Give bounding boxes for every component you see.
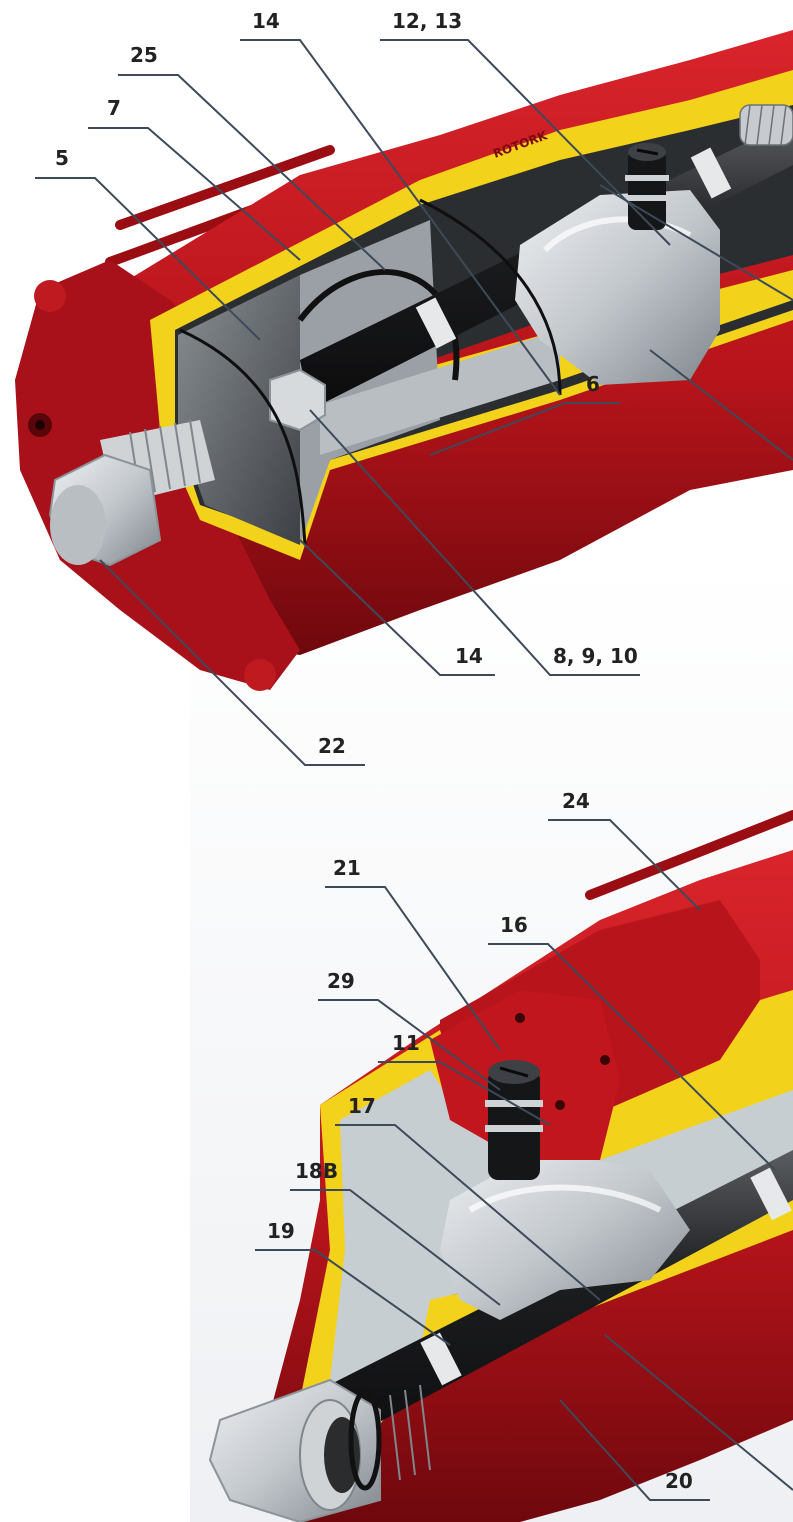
top-hex-bolt — [269, 368, 326, 432]
callout-11: 11 — [392, 1031, 420, 1055]
leader-12-13 — [380, 39, 671, 246]
leader-fitting — [604, 1334, 793, 1491]
callout-18b: 18B — [295, 1159, 338, 1183]
bottom-actuator-illustration — [208, 810, 793, 1522]
leader-6 — [429, 402, 620, 456]
callout-25: 25 — [130, 43, 158, 67]
callout-29: 29 — [327, 969, 355, 993]
callout-8-9-10: 8, 9, 10 — [553, 644, 638, 668]
top-stop-screw — [625, 143, 669, 230]
leader-21 — [325, 886, 501, 1051]
callout-20: 20 — [665, 1469, 693, 1493]
leader-14b — [299, 539, 495, 676]
leader-12-13-b — [599, 184, 793, 301]
leader-29 — [318, 999, 501, 1091]
callout-16: 16 — [500, 913, 528, 937]
callout-19: 19 — [267, 1219, 295, 1243]
top-spring — [739, 104, 793, 146]
top-threaded-plug — [48, 419, 215, 567]
top-rack — [320, 330, 560, 455]
bottom-tie-rod — [585, 810, 793, 900]
callout-22: 22 — [318, 734, 346, 758]
leader-yoke-top — [649, 349, 793, 461]
callout-6: 6 — [586, 372, 600, 396]
bottom-stop-screw — [485, 1060, 543, 1180]
callout-17: 17 — [348, 1094, 376, 1118]
leader-8-9-10 — [309, 409, 640, 676]
leader-24 — [548, 819, 701, 911]
leader-17 — [335, 1124, 601, 1301]
leader-7 — [88, 127, 301, 261]
leader-25 — [118, 74, 386, 271]
top-callout-labels: 5 7 25 14 12, 13 6 14 8, 9, 10 22 — [55, 9, 638, 758]
callout-14-top: 14 — [252, 9, 280, 33]
callout-5: 5 — [55, 146, 69, 170]
leader-20 — [559, 1399, 710, 1501]
leader-11 — [378, 1061, 551, 1126]
top-yoke — [515, 190, 720, 385]
leader-22 — [99, 559, 365, 766]
top-piston-right — [300, 220, 440, 545]
leader-18b — [290, 1189, 501, 1306]
top-actuator-illustration: ROTORK — [15, 30, 793, 691]
leader-16 — [488, 943, 776, 1171]
leader-5 — [35, 177, 261, 341]
bottom-callout-labels: 24 21 16 29 11 17 18B 19 20 — [267, 789, 693, 1493]
callout-14-bottom: 14 — [455, 644, 483, 668]
callout-7: 7 — [107, 96, 121, 120]
callout-12-13: 12, 13 — [392, 9, 462, 33]
leader-lines — [35, 39, 793, 1501]
leader-19 — [255, 1249, 451, 1346]
leader-14a — [240, 39, 561, 396]
callout-21: 21 — [333, 856, 361, 880]
callout-24: 24 — [562, 789, 590, 813]
